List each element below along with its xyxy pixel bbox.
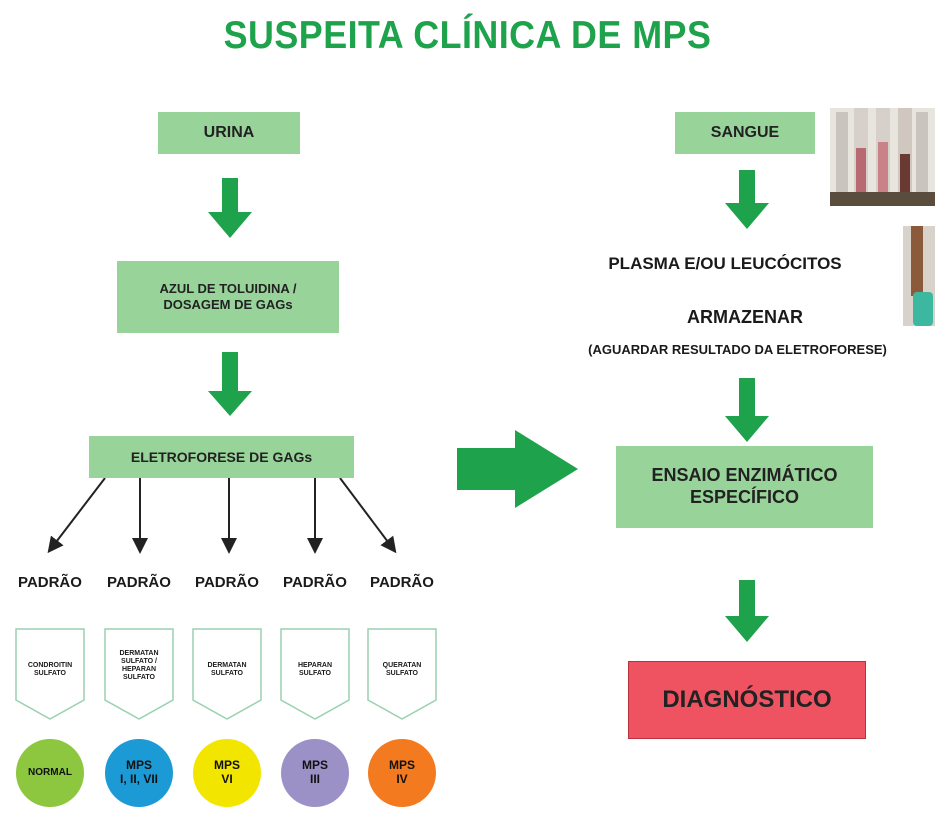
arrow-ensaio-diagnostico	[725, 580, 769, 642]
gag-type-text: DERMATAN SULFATO	[207, 661, 247, 677]
arrow-eletroforese-ensaio	[457, 430, 578, 508]
padrao-label: PADRÃO	[370, 574, 434, 591]
azul-toluidina-box: AZUL DE TOLUIDINA / DOSAGEM DE GAGs	[117, 261, 339, 333]
arrow-urina-azul	[208, 178, 252, 238]
arrow-sangue-plasma	[725, 170, 769, 229]
padrao-label: PADRÃO	[283, 574, 347, 591]
padrao-label: PADRÃO	[18, 574, 82, 591]
plasma-text: PLASMA E/OU LEUCÓCITOS	[608, 254, 842, 273]
result-circle-mps-6: MPS VI	[193, 739, 261, 807]
shield-1	[15, 628, 85, 720]
aguardar-text: (AGUARDAR RESULTADO DA ELETROFORESE)	[588, 342, 887, 357]
shield-3	[192, 628, 262, 720]
padrao-label: PADRÃO	[195, 574, 259, 591]
gag-type-text: QUERATAN SULFATO	[382, 661, 422, 677]
gag-type-text: CONDROITIN SULFATO	[27, 661, 73, 677]
armazenar-text: ARMAZENAR	[687, 307, 803, 327]
eletroforese-box: ELETROFORESE DE GAGs	[89, 436, 354, 478]
arrow-aguardar-ensaio	[725, 378, 769, 442]
urina-box: URINA	[158, 112, 300, 154]
page-title: SUSPEITA CLÍNICA DE MPS	[223, 14, 712, 57]
result-circle-mps-4: MPS IV	[368, 739, 436, 807]
gag-type-text: HEPARAN SULFATO	[297, 661, 333, 677]
shield-4	[280, 628, 350, 720]
pipette-photo	[903, 226, 935, 326]
shield-2	[104, 628, 174, 720]
ensaio-enzimatico-box: ENSAIO ENZIMÁTICO ESPECÍFICO	[616, 446, 873, 528]
diagnostico-box: DIAGNÓSTICO	[628, 661, 866, 739]
result-circle-mps-3: MPS III	[281, 739, 349, 807]
padrao-label: PADRÃO	[107, 574, 171, 591]
sangue-box: SANGUE	[675, 112, 815, 154]
shield-5	[367, 628, 437, 720]
result-circle-mps-1-2-7: MPS I, II, VII	[105, 739, 173, 807]
blood-tubes-photo	[830, 108, 935, 206]
gag-type-text: DERMATAN SULFATO / HEPARAN SULFATO	[119, 649, 159, 682]
arrow-azul-eletroforese	[208, 352, 252, 416]
result-circle-normal: NORMAL	[16, 739, 84, 807]
